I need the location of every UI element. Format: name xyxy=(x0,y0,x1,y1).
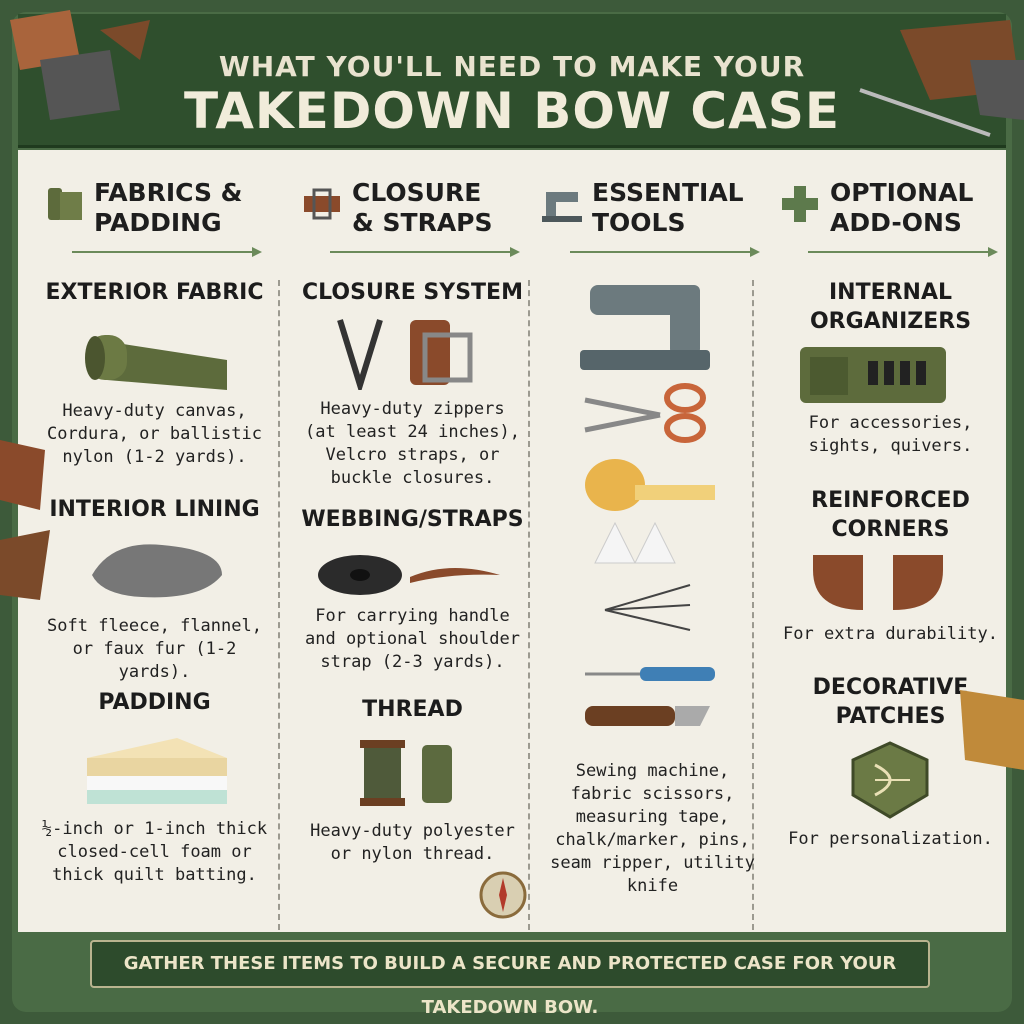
section-description: For accessories, sights, quivers. xyxy=(808,413,973,456)
chalk-illustration xyxy=(594,521,676,564)
header-subtitle: WHAT YOU'LL NEED TO MAKE YOUR xyxy=(218,50,806,83)
section-description: Heavy-duty zippers (at least 24 inches),… xyxy=(305,399,520,488)
column-optional-addons: OPTIONAL ADD-ONS INTERNAL ORGANIZERS For… xyxy=(768,150,1013,930)
plus-icon xyxy=(782,186,818,222)
column-divider xyxy=(528,280,530,930)
section-title: INTERNAL ORGANIZERS xyxy=(809,280,972,334)
section-title: INTERIOR LINING xyxy=(49,497,260,522)
arrow-divider-icon xyxy=(330,247,520,257)
column-heading: FABRICS & PADDING xyxy=(94,178,243,237)
column-header: OPTIONAL ADD-ONS xyxy=(768,174,1013,244)
column-essential-tools: ESSENTIAL TOOLS Sewing machine, fabric s… xyxy=(530,150,775,930)
fabric-scraps-decoration xyxy=(960,690,1024,770)
scissors-illustration xyxy=(584,383,706,443)
utility-knife-illustration xyxy=(585,706,710,726)
column-header: ESSENTIAL TOOLS xyxy=(530,174,775,244)
sewing-machine-illustration xyxy=(580,285,710,370)
column-heading: ESSENTIAL TOOLS xyxy=(592,178,744,237)
column-divider xyxy=(278,280,280,930)
section-description: For extra durability. xyxy=(783,624,998,644)
needle-decoration xyxy=(859,20,1024,137)
section-description: For personalization. xyxy=(788,829,993,849)
compass-icon xyxy=(479,871,527,919)
section-description: For carrying handle and optional shoulde… xyxy=(305,606,520,672)
section-title: WEBBING/STRAPS xyxy=(301,507,524,532)
section-description: Soft fleece, flannel, or faux fur (1-2 y… xyxy=(47,616,262,682)
measuring-tape-illustration xyxy=(585,459,715,511)
seam-ripper-illustration xyxy=(585,667,715,681)
section-title: EXTERIOR FABRIC xyxy=(45,280,264,305)
section-description: ½-inch or 1-inch thick closed-cell foam … xyxy=(41,819,268,885)
foam-padding-illustration xyxy=(87,738,227,804)
column-fabrics-padding: FABRICS & PADDING EXTERIOR FABRIC Heavy-… xyxy=(32,150,277,930)
section-description: Sewing machine, fabric scissors, measuri… xyxy=(550,761,755,896)
fleece-lining-illustration xyxy=(92,544,222,598)
fabric-scraps-decoration xyxy=(0,440,50,600)
section-title: DECORATIVE PATCHES xyxy=(812,675,969,729)
buckle-icon xyxy=(304,188,340,220)
section-description: Heavy-duty polyester or nylon thread. xyxy=(310,821,515,864)
section-description: Heavy-duty canvas, Cordura, or ballistic… xyxy=(47,401,262,467)
sewing-machine-icon xyxy=(542,192,582,222)
webbing-strap-illustration xyxy=(318,555,500,595)
column-heading: CLOSURE & STRAPS xyxy=(352,178,493,237)
fabric-swatches-decoration xyxy=(10,10,150,120)
column-header: CLOSURE & STRAPS xyxy=(290,174,535,244)
footer-banner: GATHER THESE ITEMS TO BUILD A SECURE AND… xyxy=(90,940,930,1018)
page-title: TAKEDOWN BOW CASE xyxy=(184,82,840,140)
corner-patches-illustration xyxy=(813,555,943,610)
column-heading: OPTIONAL ADD-ONS xyxy=(830,178,974,237)
column-closure-straps: CLOSURE & STRAPS CLOSURE SYSTEM Heavy-du… xyxy=(290,150,535,930)
arrow-divider-icon xyxy=(570,247,760,257)
column-header: FABRICS & PADDING xyxy=(32,174,277,244)
header-banner: WHAT YOU'LL NEED TO MAKE YOUR TAKEDOWN B… xyxy=(18,14,1006,148)
internal-organizer-illustration xyxy=(800,347,946,403)
column-divider xyxy=(752,280,754,930)
section-title: REINFORCED CORNERS xyxy=(811,488,970,542)
thread-spools-illustration xyxy=(360,740,452,806)
arrow-divider-icon xyxy=(808,247,998,257)
fabric-roll-icon xyxy=(48,188,82,220)
canvas-roll-illustration xyxy=(85,335,227,390)
section-title: THREAD xyxy=(362,697,463,722)
section-title: PADDING xyxy=(98,690,211,715)
arrow-divider-icon xyxy=(72,247,262,257)
pins-illustration xyxy=(604,584,691,631)
section-title: CLOSURE SYSTEM xyxy=(302,280,523,305)
zipper-buckle-illustration xyxy=(337,319,473,390)
bow-patch-illustration xyxy=(851,741,929,819)
